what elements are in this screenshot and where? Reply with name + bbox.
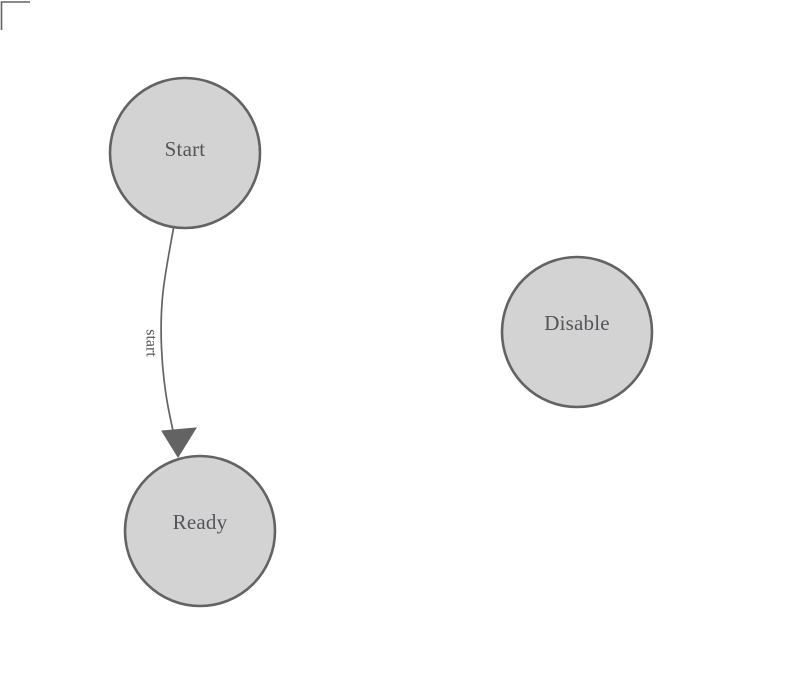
node-disable-circle[interactable] — [500, 255, 654, 409]
edge-start-to-ready-label: start — [142, 329, 159, 357]
canvas-corner-mark-icon — [0, 1, 30, 30]
node-disable[interactable]: Disable — [500, 255, 654, 409]
node-start-circle[interactable] — [108, 76, 262, 230]
node-ready-label: Ready — [173, 510, 228, 534]
edge-start-to-ready[interactable]: start — [142, 228, 197, 458]
node-disable-label: Disable — [544, 311, 610, 335]
edge-start-to-ready-path — [160, 228, 178, 447]
node-start-label: Start — [165, 137, 206, 161]
edge-start-to-ready-arrowhead-icon — [161, 427, 197, 458]
node-start[interactable]: Start — [108, 76, 262, 230]
node-ready-circle[interactable] — [123, 454, 277, 608]
node-ready[interactable]: Ready — [123, 454, 277, 608]
